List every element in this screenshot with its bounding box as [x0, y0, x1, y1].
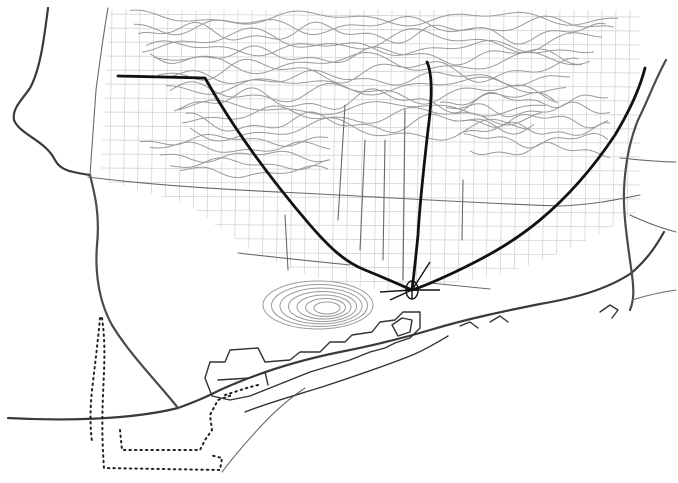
rivers	[88, 58, 668, 410]
dotted-route-west	[89, 317, 101, 443]
coastline-west	[12, 6, 92, 177]
grid-line-horizontal	[100, 55, 640, 60]
axis-north	[410, 60, 433, 292]
contour-line-hills	[185, 111, 535, 135]
contour-line-hills	[181, 105, 543, 126]
grid-line-horizontal	[100, 111, 640, 116]
road-diagonal-main	[87, 176, 561, 207]
contour-line-hills	[173, 87, 555, 114]
contour-lines	[129, 9, 619, 330]
dotted-route-inner	[101, 317, 223, 471]
pier-breakwater	[244, 335, 449, 413]
grid-line-horizontal	[100, 153, 640, 158]
coastline-main	[6, 230, 666, 421]
contour-line-hills	[153, 51, 583, 75]
contour-line-harbour-hill	[271, 284, 368, 327]
grid-line-horizontal	[100, 167, 640, 172]
grid-line-horizontal	[100, 69, 640, 74]
grid-line-vertical	[429, 10, 435, 291]
pier-east-3	[489, 315, 509, 323]
road-north-west	[89, 7, 109, 176]
contour-line-east	[451, 113, 609, 129]
dotted-route	[89, 317, 259, 471]
grid-line-vertical	[359, 10, 365, 291]
road-cross-west	[237, 252, 351, 266]
focal-node-ray-2	[389, 289, 413, 301]
pier-outline-1	[204, 311, 421, 401]
contour-line-hills	[189, 117, 531, 142]
road-grid-1	[337, 104, 346, 221]
contour-line-east	[457, 121, 611, 136]
coastline	[6, 6, 666, 421]
grid-line-horizontal	[100, 139, 640, 144]
axis-northeast	[410, 66, 647, 292]
road-grid-2	[359, 139, 366, 251]
focal-node	[379, 261, 440, 301]
road-grid-5	[461, 179, 464, 241]
contour-line-harbour-hill	[262, 280, 374, 330]
contour-line-hills	[165, 76, 567, 96]
road-south-diagonal	[221, 387, 306, 473]
grid-line-horizontal	[100, 97, 640, 102]
grid-line-vertical	[443, 10, 449, 291]
dotted-route-link	[224, 384, 259, 396]
road-east-out	[629, 214, 677, 233]
pier-outline-2	[217, 371, 269, 386]
grid-line-horizontal	[100, 83, 640, 88]
grid-line-horizontal	[100, 125, 640, 130]
river-east	[622, 58, 668, 312]
contour-line-harbour-hill	[296, 294, 352, 320]
contour-line-east	[469, 141, 611, 158]
contour-line-hills	[149, 45, 591, 66]
pier-east-jetty	[599, 304, 619, 319]
contour-line-lowland	[159, 150, 329, 163]
contour-line-lowland	[179, 165, 329, 179]
dotted-route-loop	[119, 394, 233, 451]
contour-line-hills	[137, 21, 607, 45]
contour-line-lowland	[149, 141, 331, 153]
contour-line-lowland	[169, 157, 331, 171]
river-west	[88, 173, 180, 410]
pier-outline-3	[391, 317, 413, 337]
grid-line-horizontal	[100, 13, 640, 18]
contour-line-harbour-hill	[279, 287, 363, 325]
contour-line-hills	[157, 57, 579, 84]
contour-line-harbour-hill	[288, 291, 357, 322]
contour-line-lowland	[139, 133, 329, 147]
radial-axes	[116, 60, 647, 292]
grid-line-vertical	[373, 10, 379, 291]
focal-node-ray-3	[411, 261, 431, 291]
harbor-piers	[204, 304, 619, 413]
road-northeast	[619, 157, 677, 163]
contour-line-hills	[133, 15, 615, 36]
contour-line-east	[439, 91, 609, 109]
grid-line-horizontal	[100, 181, 640, 186]
road-east-link	[559, 194, 641, 207]
contour-line-harbour-hill	[313, 301, 341, 315]
road-grid-3	[382, 139, 386, 261]
contour-line-east	[445, 101, 611, 118]
road-far-east	[631, 289, 677, 301]
grid-line-horizontal	[100, 195, 640, 200]
contour-line-hills	[129, 9, 619, 27]
grid-line-vertical	[387, 10, 393, 291]
contour-line-harbour-hill	[305, 298, 346, 317]
grid-line-horizontal	[100, 41, 640, 46]
road-grid-6	[284, 214, 289, 271]
axis-west	[116, 74, 414, 292]
road-node-east	[429, 282, 491, 290]
road-grid-4	[402, 109, 406, 281]
pier-east-2	[459, 321, 479, 329]
focal-node-ray-1	[379, 289, 413, 293]
contour-line-hills	[145, 39, 595, 57]
contour-line-hills	[177, 99, 547, 117]
roads	[87, 7, 677, 473]
